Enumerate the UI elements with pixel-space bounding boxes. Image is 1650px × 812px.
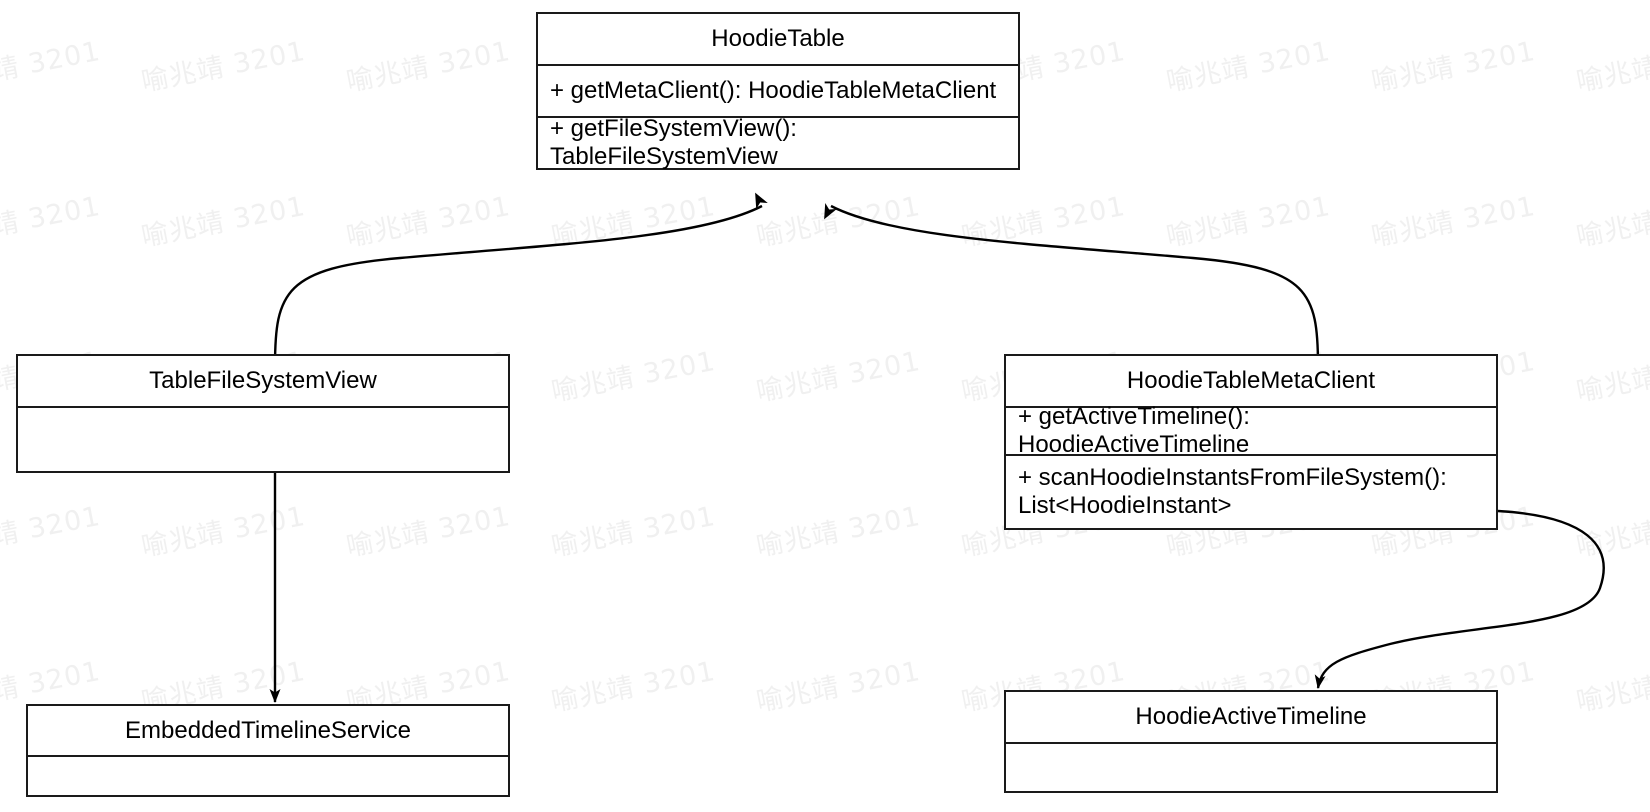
class-box-hoodie-table-meta-client[interactable]: HoodieTableMetaClient + getActiveTimelin… — [1004, 354, 1498, 530]
watermark-text: 喻兆靖 3201 — [753, 345, 924, 409]
watermark-text: 喻兆靖 3201 — [1368, 35, 1539, 99]
edge-metaclient-to-activetimeline — [1314, 509, 1605, 689]
edge-metaclient-to-hoodietable — [824, 203, 1320, 367]
class-member-line-2: List<HoodieInstant> — [1018, 492, 1232, 520]
class-title-embedded-timeline-service: EmbeddedTimelineService — [28, 706, 508, 757]
watermark-text: 喻兆靖 3201 — [1573, 346, 1650, 409]
class-member-hoodie-table-meta-client-1: + scanHoodieInstantsFromFileSystem(): Li… — [1006, 456, 1496, 528]
class-title-hoodie-table: HoodieTable — [538, 14, 1018, 66]
watermark-text: 喻兆靖 3201 — [548, 345, 719, 409]
watermark-text: 喻兆靖 3201 — [343, 190, 514, 254]
watermark-text: 喻兆靖 3201 — [1163, 35, 1334, 99]
watermark-text: 喻兆靖 3201 — [1163, 190, 1334, 254]
watermark-text: 喻兆靖 3201 — [343, 35, 514, 99]
watermark-text: 喻兆靖 3201 — [1368, 190, 1539, 254]
watermark-text: 喻兆靖 3201 — [0, 500, 104, 564]
class-box-table-file-system-view[interactable]: TableFileSystemView — [16, 354, 510, 473]
watermark-text: 喻兆靖 3201 — [343, 500, 514, 564]
watermark-text: 喻兆靖 3201 — [138, 500, 309, 564]
class-member-table-file-system-view-0 — [18, 408, 508, 471]
class-member-hoodie-active-timeline-0 — [1006, 744, 1496, 793]
watermark-text: 喻兆靖 3201 — [1163, 804, 1334, 812]
watermark-text: 喻兆靖 3201 — [753, 500, 924, 564]
watermark-text: 喻兆靖 3201 — [343, 804, 514, 812]
edge-tfsv-to-hoodietable — [273, 192, 768, 367]
watermark-text: 喻兆靖 3201 — [1573, 804, 1650, 812]
watermark-text: 喻兆靖 3201 — [138, 804, 309, 812]
watermark-text: 喻兆靖 3201 — [753, 804, 924, 812]
watermark-text: 喻兆靖 3201 — [958, 190, 1129, 254]
class-title-table-file-system-view: TableFileSystemView — [18, 356, 508, 408]
watermark-text: 喻兆靖 3201 — [753, 655, 924, 719]
class-title-hoodie-active-timeline: HoodieActiveTimeline — [1006, 692, 1496, 744]
class-box-hoodie-table[interactable]: HoodieTable + getMetaClient(): HoodieTab… — [536, 12, 1020, 170]
watermark-text: 喻兆靖 3201 — [1573, 656, 1650, 719]
watermark-text: 喻兆靖 3201 — [548, 804, 719, 812]
watermark-text: 喻兆靖 3201 — [753, 190, 924, 254]
watermark-text: 喻兆靖 3201 — [548, 500, 719, 564]
class-box-hoodie-active-timeline[interactable]: HoodieActiveTimeline — [1004, 690, 1498, 793]
watermark-text: 喻兆靖 3201 — [1573, 36, 1650, 99]
class-member-embedded-timeline-service-0 — [28, 757, 508, 797]
class-member-hoodie-table-1: + getFileSystemView(): TableFileSystemVi… — [550, 115, 797, 170]
watermark-text: 喻兆靖 3201 — [138, 35, 309, 99]
watermark-text: 喻兆靖 3201 — [548, 190, 719, 254]
watermark-text: 喻兆靖 3201 — [958, 804, 1129, 812]
class-member-line-1: + scanHoodieInstantsFromFileSystem(): — [1018, 464, 1447, 491]
watermark-text: 喻兆靖 3201 — [548, 655, 719, 719]
class-box-embedded-timeline-service[interactable]: EmbeddedTimelineService — [26, 704, 510, 797]
watermark-text: 喻兆靖 3201 — [0, 190, 104, 254]
watermark-text: 喻兆靖 3201 — [1368, 804, 1539, 812]
watermark-text: 喻兆靖 3201 — [0, 804, 103, 812]
class-title-hoodie-table-meta-client: HoodieTableMetaClient — [1006, 356, 1496, 408]
class-member-hoodie-table-0: + getMetaClient(): HoodieTableMetaClient — [538, 66, 1018, 118]
watermark-text: 喻兆靖 3201 — [0, 35, 104, 99]
watermark-text: 喻兆靖 3201 — [1573, 501, 1650, 564]
watermark-text: 喻兆靖 3201 — [138, 190, 309, 254]
class-member-hoodie-table-meta-client-0: + getActiveTimeline(): HoodieActiveTimel… — [1006, 403, 1496, 458]
watermark-text: 喻兆靖 3201 — [1573, 191, 1650, 254]
